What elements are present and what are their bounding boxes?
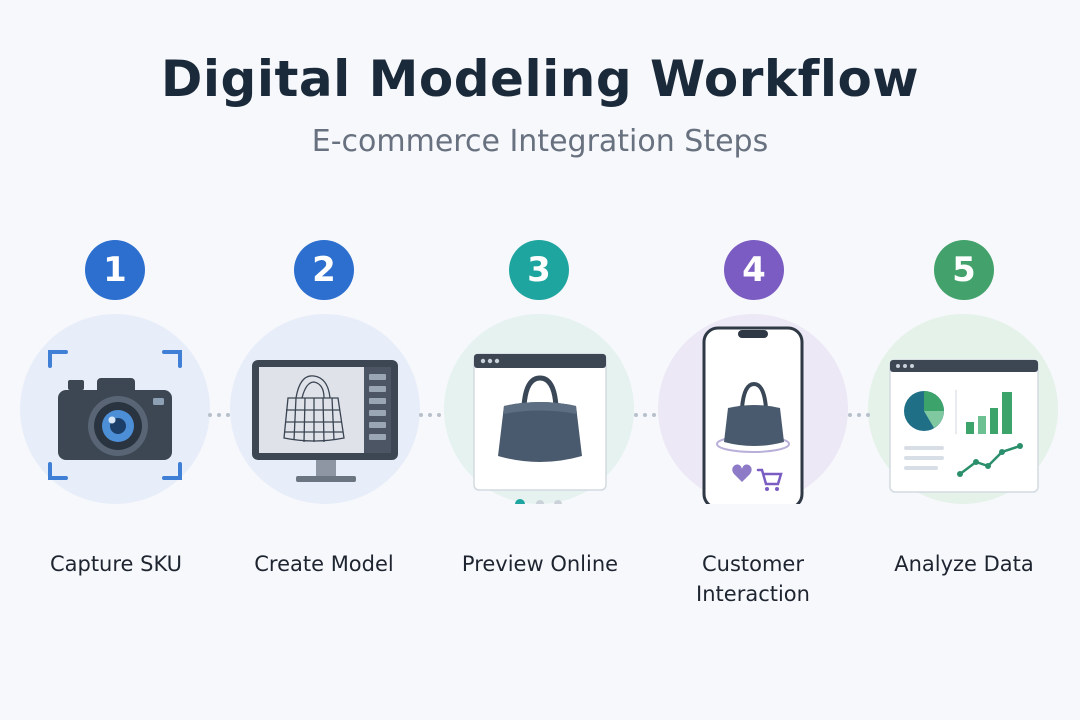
step-3-badge: 3 — [509, 240, 569, 300]
step-3-disc — [444, 314, 634, 504]
step-1-disc — [20, 314, 210, 504]
step-2-label: Create Model — [254, 552, 394, 576]
browser-bag-icon — [473, 353, 607, 504]
camera-icon — [48, 350, 182, 480]
step-4-badge: 4 — [724, 240, 784, 300]
step-5-label: Analyze Data — [894, 552, 1034, 576]
step-1-badge: 1 — [85, 240, 145, 300]
connector-1-2 — [208, 413, 230, 417]
step-5-badge: 5 — [934, 240, 994, 300]
step-3-label: Preview Online — [461, 552, 619, 576]
page-title: Digital Modeling Workflow — [160, 50, 920, 108]
connector-2-3 — [419, 413, 441, 417]
phone-bag-icon — [702, 326, 804, 504]
step-5-disc — [868, 314, 1058, 504]
connector-3-4 — [634, 413, 656, 417]
connector-4-5 — [848, 413, 870, 417]
step-4-label: Customer Interaction — [696, 552, 810, 606]
dashboard-chart-icon — [889, 359, 1039, 493]
step-2-badge: 2 — [294, 240, 354, 300]
page-subtitle: E-commerce Integration Steps — [311, 124, 769, 159]
monitor-wireframe-icon — [252, 360, 398, 482]
step-1-label: Capture SKU — [49, 552, 183, 576]
step-4-disc — [658, 314, 848, 504]
step-2-disc — [230, 314, 420, 504]
